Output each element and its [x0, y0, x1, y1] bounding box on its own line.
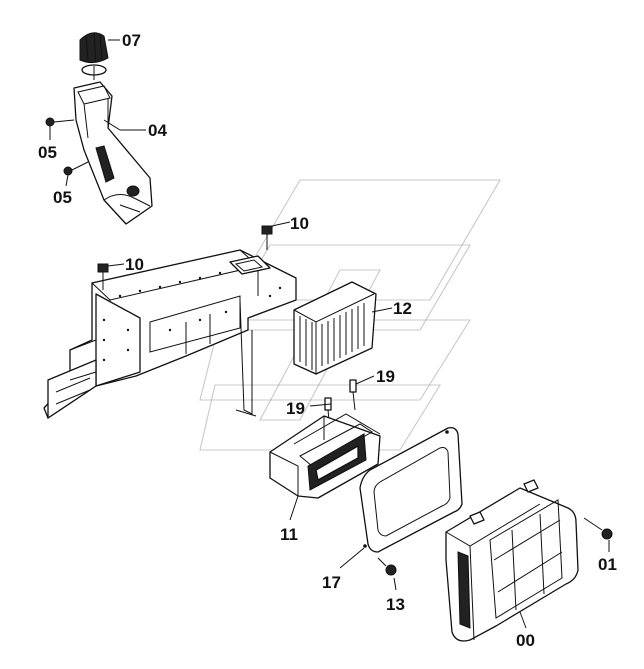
part-12-filter [293, 281, 377, 375]
label-00: 00 [516, 631, 535, 650]
part-04-duct [73, 81, 153, 225]
part-07-knob [79, 32, 109, 80]
main-frame-bracket [43, 249, 297, 419]
label-19-left: 19 [286, 399, 305, 418]
screw-05-upper [45, 117, 75, 127]
screw-05-lower [63, 161, 89, 176]
bolt-10-lower [97, 263, 109, 290]
label-10-upper: 10 [290, 214, 309, 233]
label-05-upper: 05 [38, 143, 57, 162]
label-11: 11 [280, 525, 298, 544]
part-00-cover [445, 479, 579, 642]
leader-lines [49, 39, 610, 629]
label-17: 17 [322, 573, 341, 592]
label-19-right: 19 [376, 367, 395, 386]
label-10-lower: 10 [125, 255, 144, 274]
label-04: 04 [148, 121, 167, 140]
bolt-13 [377, 557, 397, 576]
screw-01 [583, 517, 613, 540]
pin-19-right [349, 379, 357, 411]
label-13: 13 [386, 595, 405, 614]
bolt-10-upper [261, 225, 273, 250]
label-12: 12 [393, 299, 412, 318]
part-17-gasket [359, 426, 463, 553]
part-11-housing [269, 413, 381, 499]
label-05-lower: 05 [53, 188, 72, 207]
label-01: 01 [598, 555, 617, 574]
part-labels: 07 04 05 05 10 10 12 19 19 11 17 13 01 0… [38, 31, 617, 650]
label-07: 07 [122, 31, 141, 50]
